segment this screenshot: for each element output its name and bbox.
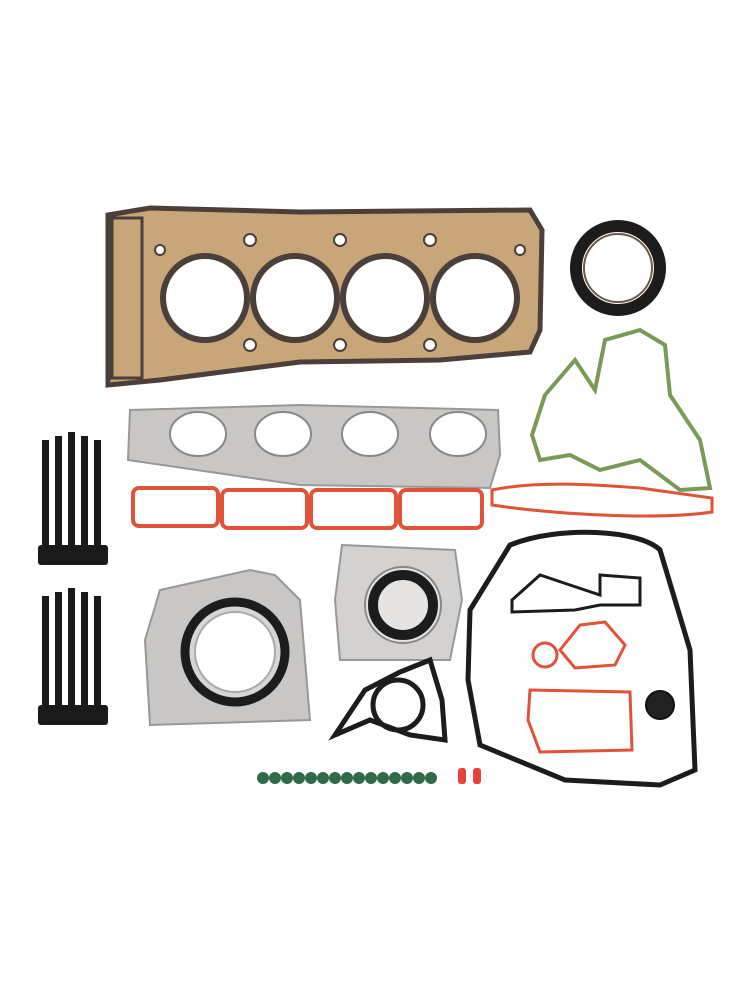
- oil-pan-gasket-strip: [490, 482, 714, 518]
- front-crank-seal: [570, 220, 666, 316]
- intake-manifold-gasket: [131, 486, 484, 530]
- cylinder-bore-2: [250, 253, 340, 343]
- cylinder-head-gasket: [105, 205, 545, 388]
- cylinder-bore-4: [430, 253, 520, 343]
- head-bolts-top: [38, 432, 108, 565]
- valve-cover-gasket: [465, 529, 698, 788]
- flange-gasket-with-seal: [333, 543, 464, 661]
- timing-cover-gasket: [529, 327, 713, 493]
- cylinder-bore-3: [340, 253, 430, 343]
- vacuum-pump-gasket: [328, 656, 448, 743]
- head-bolts-bottom: [38, 588, 108, 725]
- oil-filter-housing-gaskets: [510, 573, 675, 754]
- rear-main-seal-housing: [143, 568, 312, 727]
- valve-stem-seals: [257, 772, 437, 784]
- cylinder-bore-1: [160, 253, 250, 343]
- red-caps: [458, 768, 481, 784]
- exhaust-manifold-gasket: [126, 403, 502, 490]
